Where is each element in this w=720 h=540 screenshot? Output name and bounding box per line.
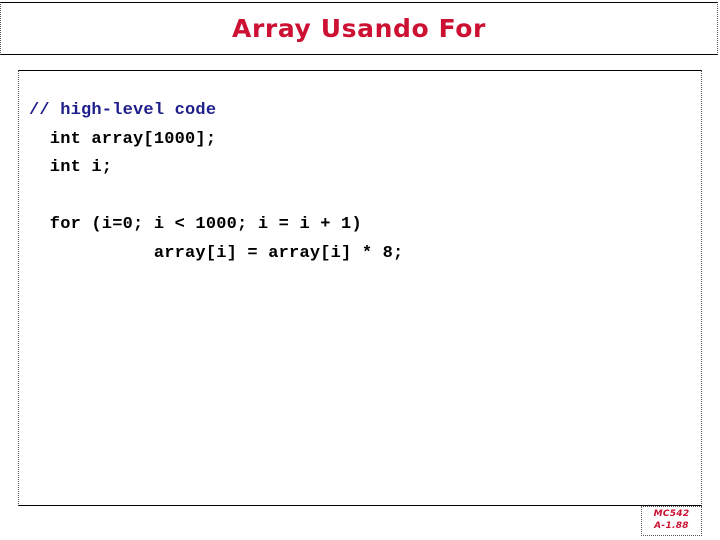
code-line: int array[1000]; [29,129,217,149]
slide-footer-placeholder[interactable]: MC542 A-1.88 [641,506,702,536]
code-listing: // high-level code int array[1000]; int … [29,97,689,268]
code-line-blank [29,183,689,212]
footer-course-code: MC542 [653,509,690,519]
code-line: for (i=0; i < 1000; i = i + 1) [29,215,362,234]
code-line: int i; [29,158,113,177]
slide-title-placeholder[interactable]: Array Usando For [0,2,718,55]
code-line: // high-level code [29,101,217,120]
page-title: Array Usando For [232,14,486,43]
code-line: array[i] = array[i] * 8; [29,243,404,263]
footer-slide-number: A-1.88 [654,521,689,531]
slide-body-placeholder[interactable]: // high-level code int array[1000]; int … [18,70,702,506]
